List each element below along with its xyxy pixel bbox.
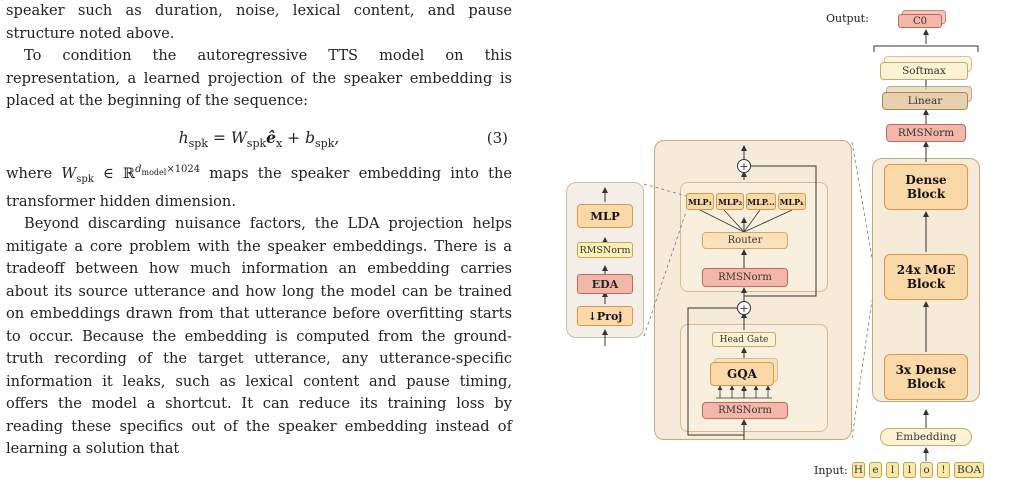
mlp-detail-eda: EDA [577, 274, 633, 294]
paragraph-2: To condition the autoregressive TTS mode… [6, 47, 512, 109]
dense3-block: 3x Dense Block [884, 354, 968, 400]
moe-expert-mlp: MLPₖ [778, 193, 806, 210]
add-symbol-bottom: + [739, 302, 748, 315]
softmax-block: Softmax [880, 62, 968, 80]
moe-expert-mlp: MLP₂ [716, 193, 744, 210]
input-token: e [869, 462, 882, 478]
add-symbol-top: + [739, 160, 748, 173]
moe-expert-mlp: MLP₁ [686, 193, 714, 210]
equation: hspk = Wspkêx + bspk, [178, 127, 340, 150]
input-label: Input: [814, 464, 848, 477]
input-token: l [903, 462, 916, 478]
moe-rmsnorm: RMSNorm [702, 268, 788, 287]
mlp-detail-proj: ↓Proj [577, 306, 633, 326]
router-block: Router [702, 232, 788, 249]
linear-block: Linear [882, 92, 968, 110]
output-token: C0 [898, 14, 942, 28]
equation-row: hspk = Wspkêx + bspk, (3) [6, 119, 512, 157]
mlp-detail-rmsnorm: RMSNorm [577, 242, 633, 258]
input-token: l [886, 462, 899, 478]
equation-number: (3) [486, 128, 508, 147]
head-gate-block: Head Gate [712, 332, 776, 347]
rmsnorm-top: RMSNorm [886, 124, 966, 142]
paragraph-1-end: speaker such as duration, noise, lexical… [6, 2, 512, 42]
output-label: Output: [826, 12, 869, 25]
moe-block: 24x MoE Block [884, 254, 968, 300]
input-token: BOA [954, 462, 984, 478]
embedding-block: Embedding [880, 428, 972, 446]
paragraph-4: Beyond discarding nuisance factors, the … [6, 215, 512, 458]
input-token: ! [937, 462, 950, 478]
attn-rmsnorm: RMSNorm [702, 402, 788, 419]
dense-block: Dense Block [884, 164, 968, 210]
gqa-block: GQA [710, 362, 774, 386]
mlp-detail-mlp: MLP [577, 204, 633, 228]
paragraph-3: where Wspk ∈ ℝdmodel×1024 maps the speak… [6, 163, 512, 210]
moe-expert-mlp: MLP... [746, 193, 776, 210]
input-token: H [852, 462, 865, 478]
input-token: o [920, 462, 933, 478]
paper-text-column: speaker such as duration, noise, lexical… [6, 0, 512, 461]
